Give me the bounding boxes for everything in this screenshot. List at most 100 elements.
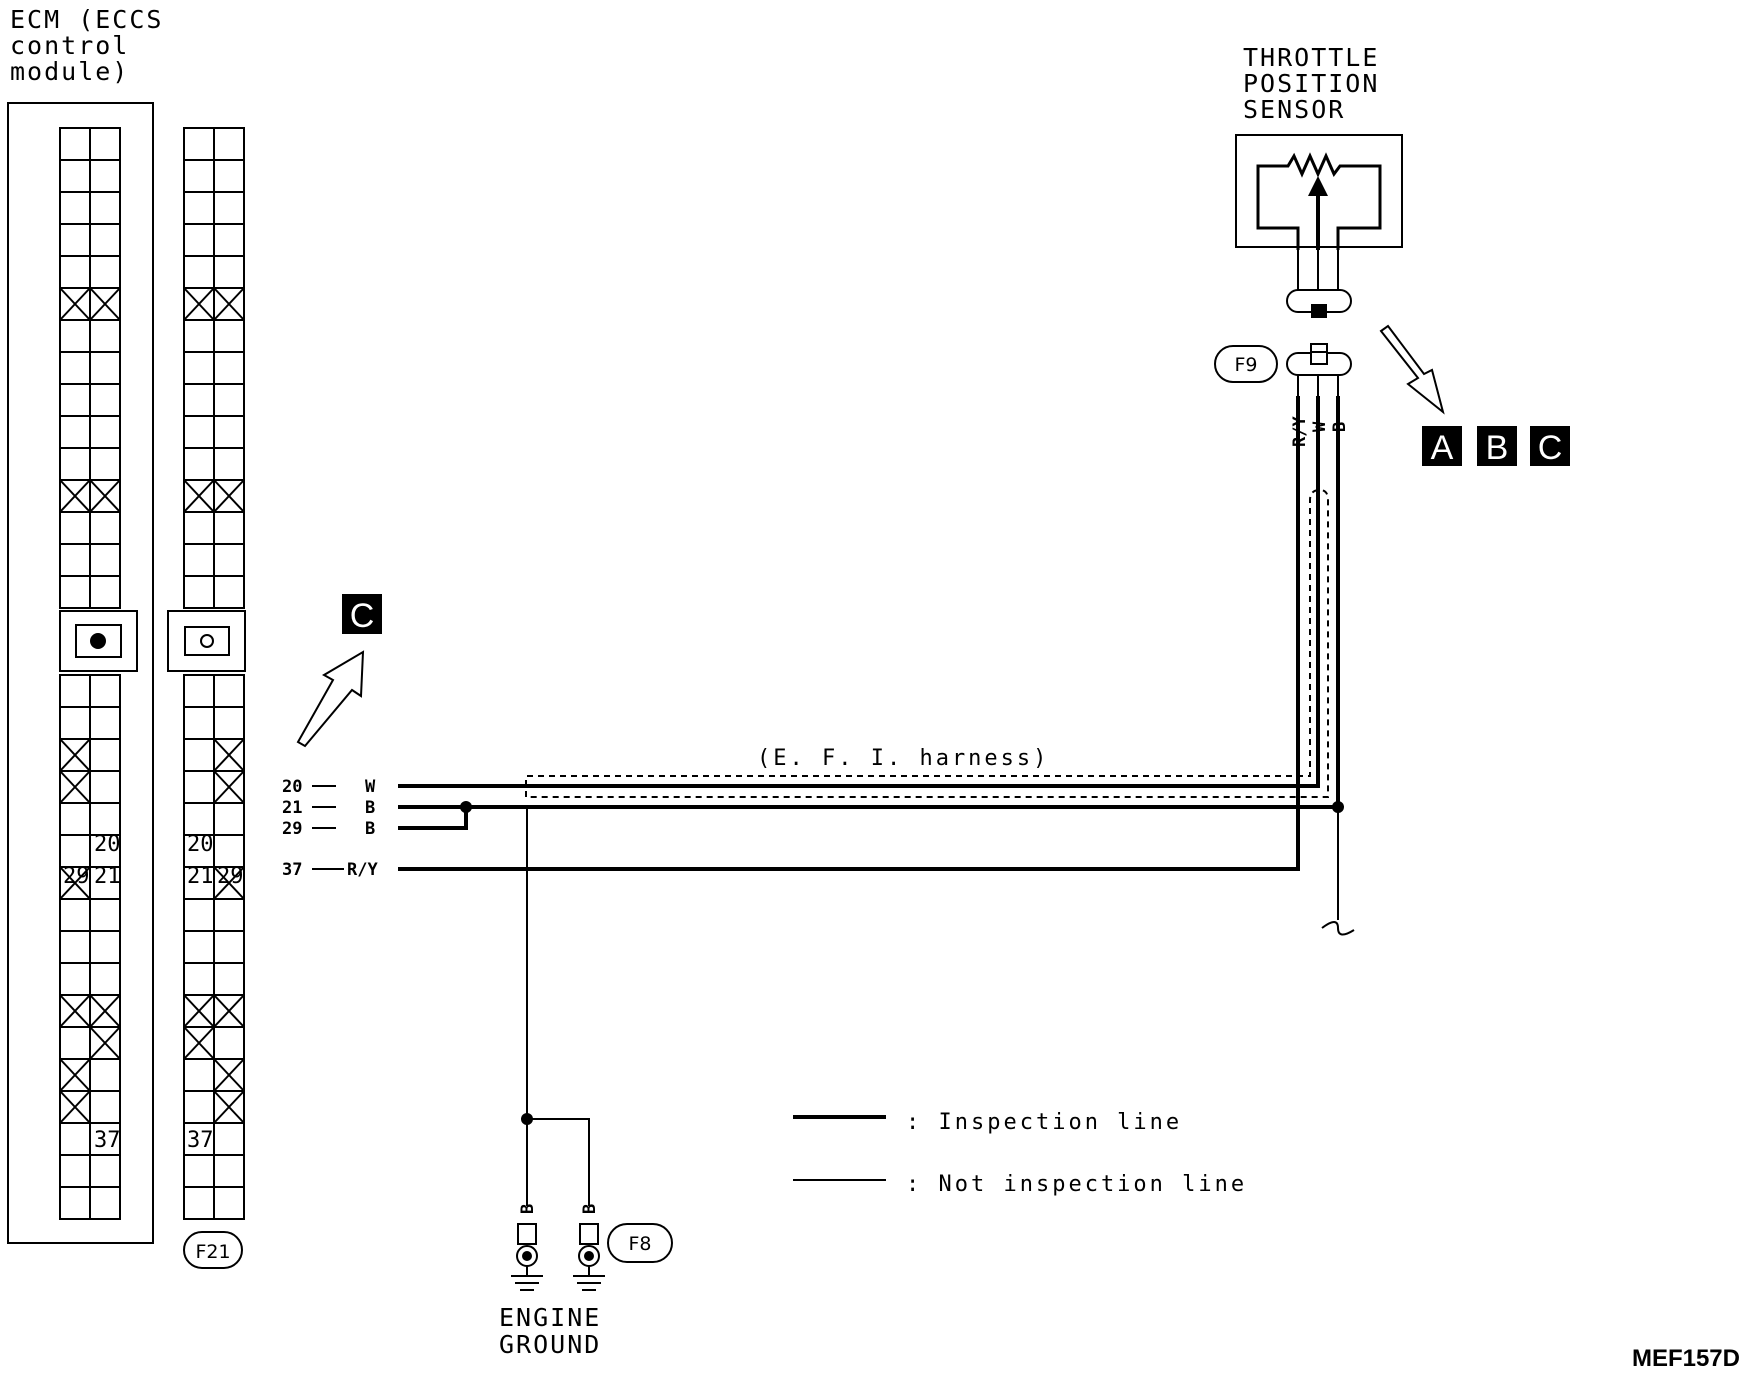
harness-label: (E. F. I. harness) [757, 746, 1049, 771]
connector-cavity [183, 1154, 215, 1188]
connector-cavity [213, 447, 245, 481]
connector-cavity [89, 383, 121, 417]
ground-connector-right [573, 1223, 605, 1291]
harness-cell-37: 37 [187, 1128, 214, 1153]
connector-cavity [183, 511, 215, 545]
connector-cavity [89, 930, 121, 964]
connector-cavity [59, 706, 91, 740]
connector-cavity [59, 1026, 91, 1060]
sensor-title-line3: SENSOR [1243, 95, 1345, 124]
connector-cavity [59, 159, 91, 193]
connector-cavity [183, 127, 215, 161]
connector-cavity [183, 802, 215, 836]
sensor-title-line2: POSITION [1243, 69, 1379, 98]
blank-cavity-mark [59, 1090, 91, 1124]
blank-cavity-mark [59, 1058, 91, 1092]
connector-cavity [59, 930, 91, 964]
connector-cavity [89, 447, 121, 481]
wire-29-b [398, 807, 468, 830]
ecm-connector-grid [59, 127, 121, 1220]
badge-c: C [1530, 426, 1570, 467]
blank-cavity-mark [89, 287, 121, 321]
blank-cavity-mark [89, 479, 121, 513]
connector-cavity [89, 191, 121, 225]
connector-cavity [183, 1186, 215, 1220]
ecm-housing [7, 102, 154, 1244]
connector-cavity [89, 834, 121, 868]
connector-cavity [89, 706, 121, 740]
connector-cavity [213, 415, 245, 449]
view-arrow-c [296, 650, 365, 748]
blank-cavity-mark [183, 479, 215, 513]
harness-connector-grid-f21 [183, 127, 245, 1220]
svg-text:A: A [1431, 429, 1454, 467]
svg-text:21: 21 [282, 798, 302, 818]
connector-cavity [213, 511, 245, 545]
splice-points [460, 801, 1344, 1125]
pin-label-37: 37 R/Y [282, 860, 378, 880]
blank-cavity-mark [213, 287, 245, 321]
connector-cavity [213, 191, 245, 225]
blank-cavity-mark [213, 1090, 245, 1124]
svg-text:C: C [1538, 429, 1563, 467]
svg-text:29: 29 [282, 819, 302, 839]
connector-cavity [59, 834, 91, 868]
connector-cavity [59, 447, 91, 481]
connector-cavity [183, 1058, 215, 1092]
connector-id-f21: F21 [195, 1241, 230, 1263]
pin-label-29: 29 B [282, 819, 375, 839]
sensor-wire-color-b: B [1330, 422, 1350, 432]
connector-cavity [213, 127, 245, 161]
connector-cavity [183, 898, 215, 932]
connector-cavity [213, 575, 245, 609]
blank-cavity-mark [89, 994, 121, 1028]
connector-cavity [89, 575, 121, 609]
figure-code: MEF157D [1632, 1345, 1740, 1372]
connector-tag-f9: F9 [1214, 345, 1278, 383]
harness-connector-lock [167, 610, 246, 672]
wire-37-ry [398, 396, 1300, 871]
ecm-cell-21: 21 [94, 864, 121, 889]
connector-cavity [213, 383, 245, 417]
connector-cavity [183, 191, 215, 225]
badge-a: A [1422, 426, 1462, 467]
connector-cavity [213, 159, 245, 193]
sensor-wire-color-ry: R/Y [1290, 416, 1310, 447]
svg-text:20: 20 [282, 777, 302, 797]
ecm-title-line2: control [10, 31, 129, 60]
connector-cavity [59, 1186, 91, 1220]
harness-cell-20: 20 [187, 832, 214, 857]
sensor-wire-color-w: W [1310, 421, 1330, 432]
ecm-title-line3: module) [10, 57, 129, 86]
connector-cavity [59, 351, 91, 385]
inspection-wires [398, 396, 1340, 871]
ground-connector-left [511, 1223, 543, 1291]
connector-cavity [183, 319, 215, 353]
ecm-cell-20: 20 [94, 832, 121, 857]
connector-cavity [213, 898, 245, 932]
connector-cavity [183, 351, 215, 385]
connector-cavity [183, 674, 215, 708]
blank-cavity-mark [213, 770, 245, 804]
not-inspection-wires [526, 807, 1355, 1206]
connector-cavity [183, 738, 215, 772]
harness-cell-21: 21 [187, 864, 214, 889]
connector-cavity [183, 575, 215, 609]
connector-cavity [183, 415, 215, 449]
connector-cavity [89, 770, 121, 804]
view-arrow-abc [1379, 324, 1445, 415]
connector-cavity [89, 898, 121, 932]
wire-20-w [398, 396, 1320, 788]
harness-cell-29: 29 [217, 864, 244, 889]
connector-cavity [59, 575, 91, 609]
svg-text:37: 37 [282, 860, 302, 880]
connector-cavity [59, 898, 91, 932]
pin-label-20: 20 W [282, 777, 376, 797]
connector-cavity [89, 415, 121, 449]
connector-cavity [59, 319, 91, 353]
connector-cavity [183, 1090, 215, 1124]
blank-cavity-mark [59, 770, 91, 804]
connector-cavity [183, 383, 215, 417]
throttle-position-sensor [1235, 134, 1403, 292]
